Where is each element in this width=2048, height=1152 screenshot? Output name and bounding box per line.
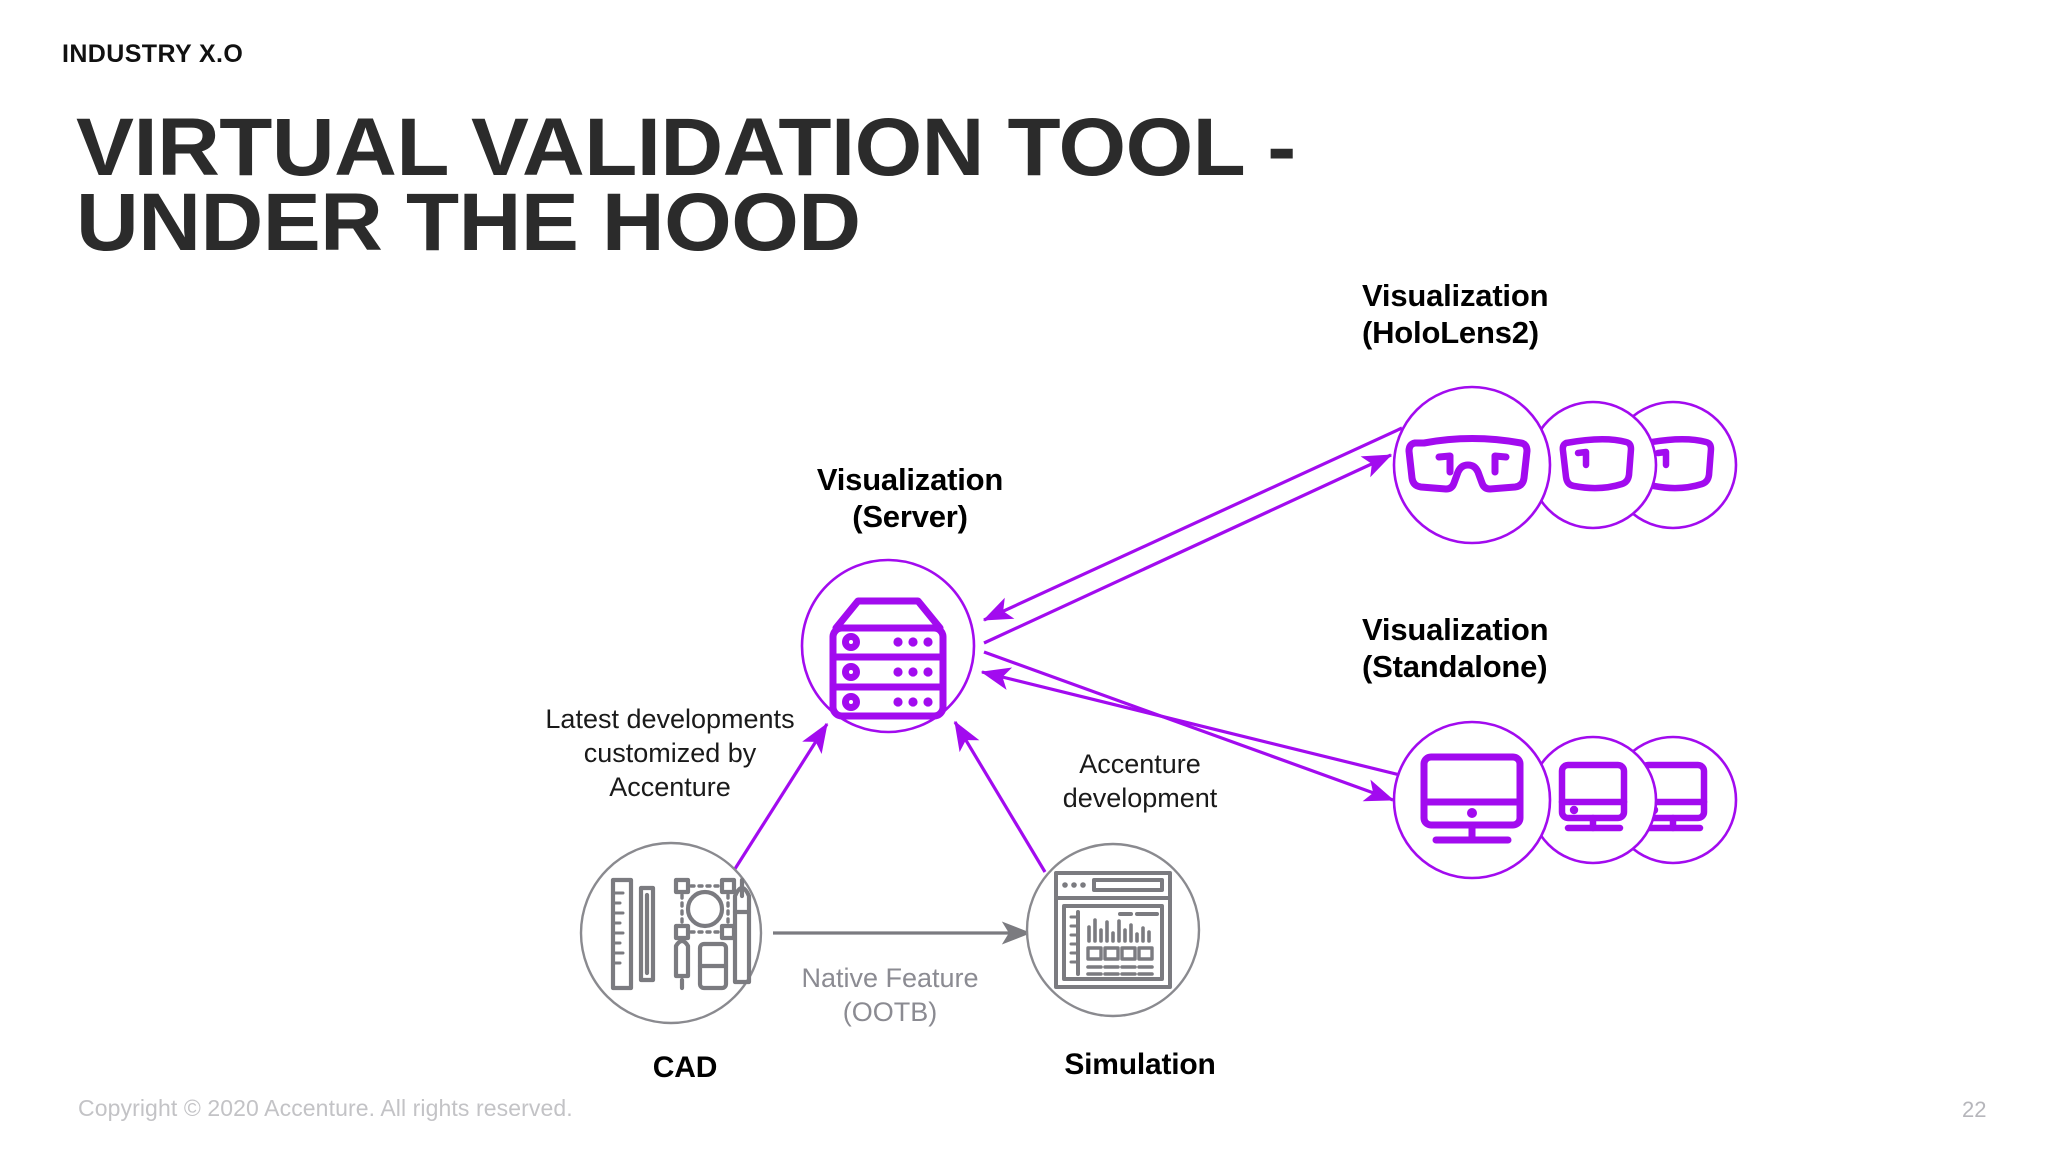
- node-simulation-circle: [1025, 842, 1201, 1018]
- edge-hololens-to-server: [982, 426, 1403, 622]
- node-caption-simulation: Simulation: [1064, 1048, 1216, 1081]
- node-caption-cad: CAD: [652, 1051, 718, 1084]
- vr-goggles-icon: [1559, 436, 1635, 492]
- node-standalone-circle-1: [1392, 720, 1552, 880]
- node-server-circle: [800, 558, 976, 734]
- footer-page-number: 22: [1962, 1097, 1987, 1122]
- page-title-line-1: VIRTUAL VALIDATION TOOL -: [76, 102, 1296, 193]
- edge-standalone-to-server: [980, 667, 1401, 777]
- drafting-tools-icon: [610, 877, 752, 991]
- footer-copyright: Copyright © 2020 Accenture. All rights r…: [78, 1095, 573, 1121]
- edge-label-cad-to-server: Latest developments customized by Accent…: [545, 704, 795, 802]
- node-server-group[interactable]: [800, 558, 976, 734]
- edge-layer: [731, 426, 1403, 945]
- edge-server-to-standalone: [983, 650, 1395, 802]
- page-title-line-2: UNDER THE HOOD: [76, 177, 861, 269]
- node-caption-standalone: Visualization (Standalone): [1362, 612, 1549, 684]
- edge-label-simulation-to-server: Accenture development: [1062, 749, 1218, 813]
- node-standalone-circle-2: [1528, 735, 1658, 865]
- page-title: VIRTUAL VALIDATION TOOL - UNDER THE HOOD: [76, 102, 1560, 269]
- node-simulation-group[interactable]: [1025, 842, 1201, 1018]
- vr-goggles-icon: [1405, 435, 1531, 493]
- desktop-monitor-icon: [1420, 753, 1524, 844]
- desktop-monitor-icon: [1558, 761, 1628, 832]
- node-caption-hololens: Visualization (HoloLens2): [1362, 278, 1549, 350]
- node-cad-group[interactable]: [579, 841, 763, 1025]
- node-hololens-group[interactable]: [1392, 385, 1738, 545]
- slide-kicker: INDUSTRY X.O: [62, 40, 244, 68]
- edge-server-to-hololens: [983, 453, 1393, 645]
- node-caption-server: Visualization (Server): [816, 462, 1004, 534]
- edge-cad-to-server: [731, 722, 829, 873]
- node-standalone-group[interactable]: [1392, 720, 1738, 880]
- node-hololens-circle-1: [1392, 385, 1552, 545]
- server-rack-icon: [829, 597, 947, 720]
- node-cad-circle: [579, 841, 763, 1025]
- edge-label-cad-to-simulation: Native Feature (OOTB): [801, 963, 979, 1027]
- analysis-window-icon: [1054, 871, 1172, 989]
- edge-simulation-to-server: [953, 720, 1047, 873]
